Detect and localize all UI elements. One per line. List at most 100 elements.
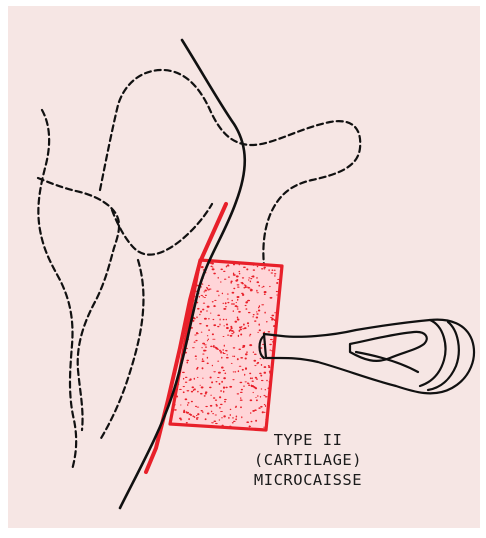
stipple-dot [189,413,191,415]
stipple-dot [215,404,217,405]
stipple-dot [274,275,275,277]
stipple-dot [260,406,263,408]
stipple-dot [256,317,258,319]
stipple-dot [254,365,256,366]
stipple-dot [179,418,182,420]
stipple-dot [231,363,233,364]
stipple-dot [191,391,193,393]
stipple-dot [249,344,252,346]
stipple-dot [213,273,216,275]
stipple-dot [189,311,191,312]
stipple-dot [212,333,214,335]
stipple-dot [239,366,242,367]
stipple-dot [242,328,245,329]
stipple-dot [233,263,235,265]
stipple-dot [209,387,212,389]
stipple-dot [263,427,265,428]
stipple-dot [253,360,256,362]
stipple-dot [249,373,251,375]
stipple-dot [196,316,197,318]
stipple-dot [192,416,194,417]
stipple-dot [232,417,233,419]
stipple-dot [268,365,270,366]
stipple-dot [271,319,273,321]
stipple-dot [250,278,252,279]
stipple-dot [182,372,185,373]
stipple-dot [227,294,229,295]
stipple-dot [211,422,214,423]
stipple-dot [256,277,257,279]
stipple-dot [240,329,243,331]
stipple-dot [265,396,268,397]
stipple-dot [250,412,251,414]
stipple-dot [274,273,276,274]
stipple-dot [239,263,241,265]
stipple-dot [267,387,270,389]
stipple-dot [200,385,201,386]
stipple-dot [258,407,260,409]
stipple-dot [223,377,226,379]
stipple-dot [240,392,243,393]
stipple-dot [231,333,233,334]
stipple-dot [260,358,262,359]
stipple-dot [207,412,210,414]
stipple-dot [255,397,256,398]
caption-line-type: TYPE II [218,431,398,449]
stipple-dot [251,421,253,423]
stipple-dot [226,323,228,325]
stipple-dot [250,399,253,401]
stipple-dot [217,314,220,316]
stipple-dot [252,377,253,379]
stipple-dot [204,395,206,397]
stipple-dot [280,270,283,272]
stipple-dot [236,306,238,307]
stipple-dot [247,286,248,287]
stipple-dot [214,261,215,263]
stipple-dot [268,381,270,382]
stipple-dot [207,306,210,308]
stipple-dot [254,320,256,321]
stipple-dot [199,323,202,324]
stipple-dot [260,375,262,377]
stipple-dot [185,382,188,383]
stipple-dot [254,387,256,389]
stipple-dot [177,389,179,390]
stipple-dot [237,308,239,309]
stipple-dot [213,345,214,347]
stipple-dot [259,373,262,375]
stipple-dot [216,291,219,292]
stipple-dot [216,347,218,349]
stipple-dot [223,319,225,321]
stipple-dot [228,417,229,419]
stipple-dot [202,296,203,297]
stipple-dot [277,301,279,303]
stipple-dot [188,402,190,403]
stipple-dot [214,300,217,301]
stipple-dot [210,405,213,407]
stipple-dot [207,335,208,336]
stipple-dot [206,310,207,312]
stipple-dot [216,405,218,407]
stipple-dot [217,361,219,362]
stipple-dot [250,290,253,292]
stipple-dot [268,269,269,271]
stipple-dot [264,366,267,368]
stipple-dot [256,313,258,315]
stipple-dot [247,322,249,324]
stipple-dot [264,293,266,295]
stipple-dot [241,416,242,418]
stipple-dot [262,411,264,413]
stipple-dot [238,349,241,351]
stipple-dot [240,333,242,335]
stipple-dot [233,288,235,289]
stipple-dot [263,286,265,288]
stipple-dot [224,399,227,400]
stipple-dot [197,377,199,378]
stipple-dot [230,335,233,337]
stipple-dot [271,272,273,273]
stipple-dot [261,380,264,381]
stipple-dot [258,309,260,311]
stipple-dot [253,314,255,315]
stipple-dot [217,326,219,327]
stipple-dot [269,286,270,287]
